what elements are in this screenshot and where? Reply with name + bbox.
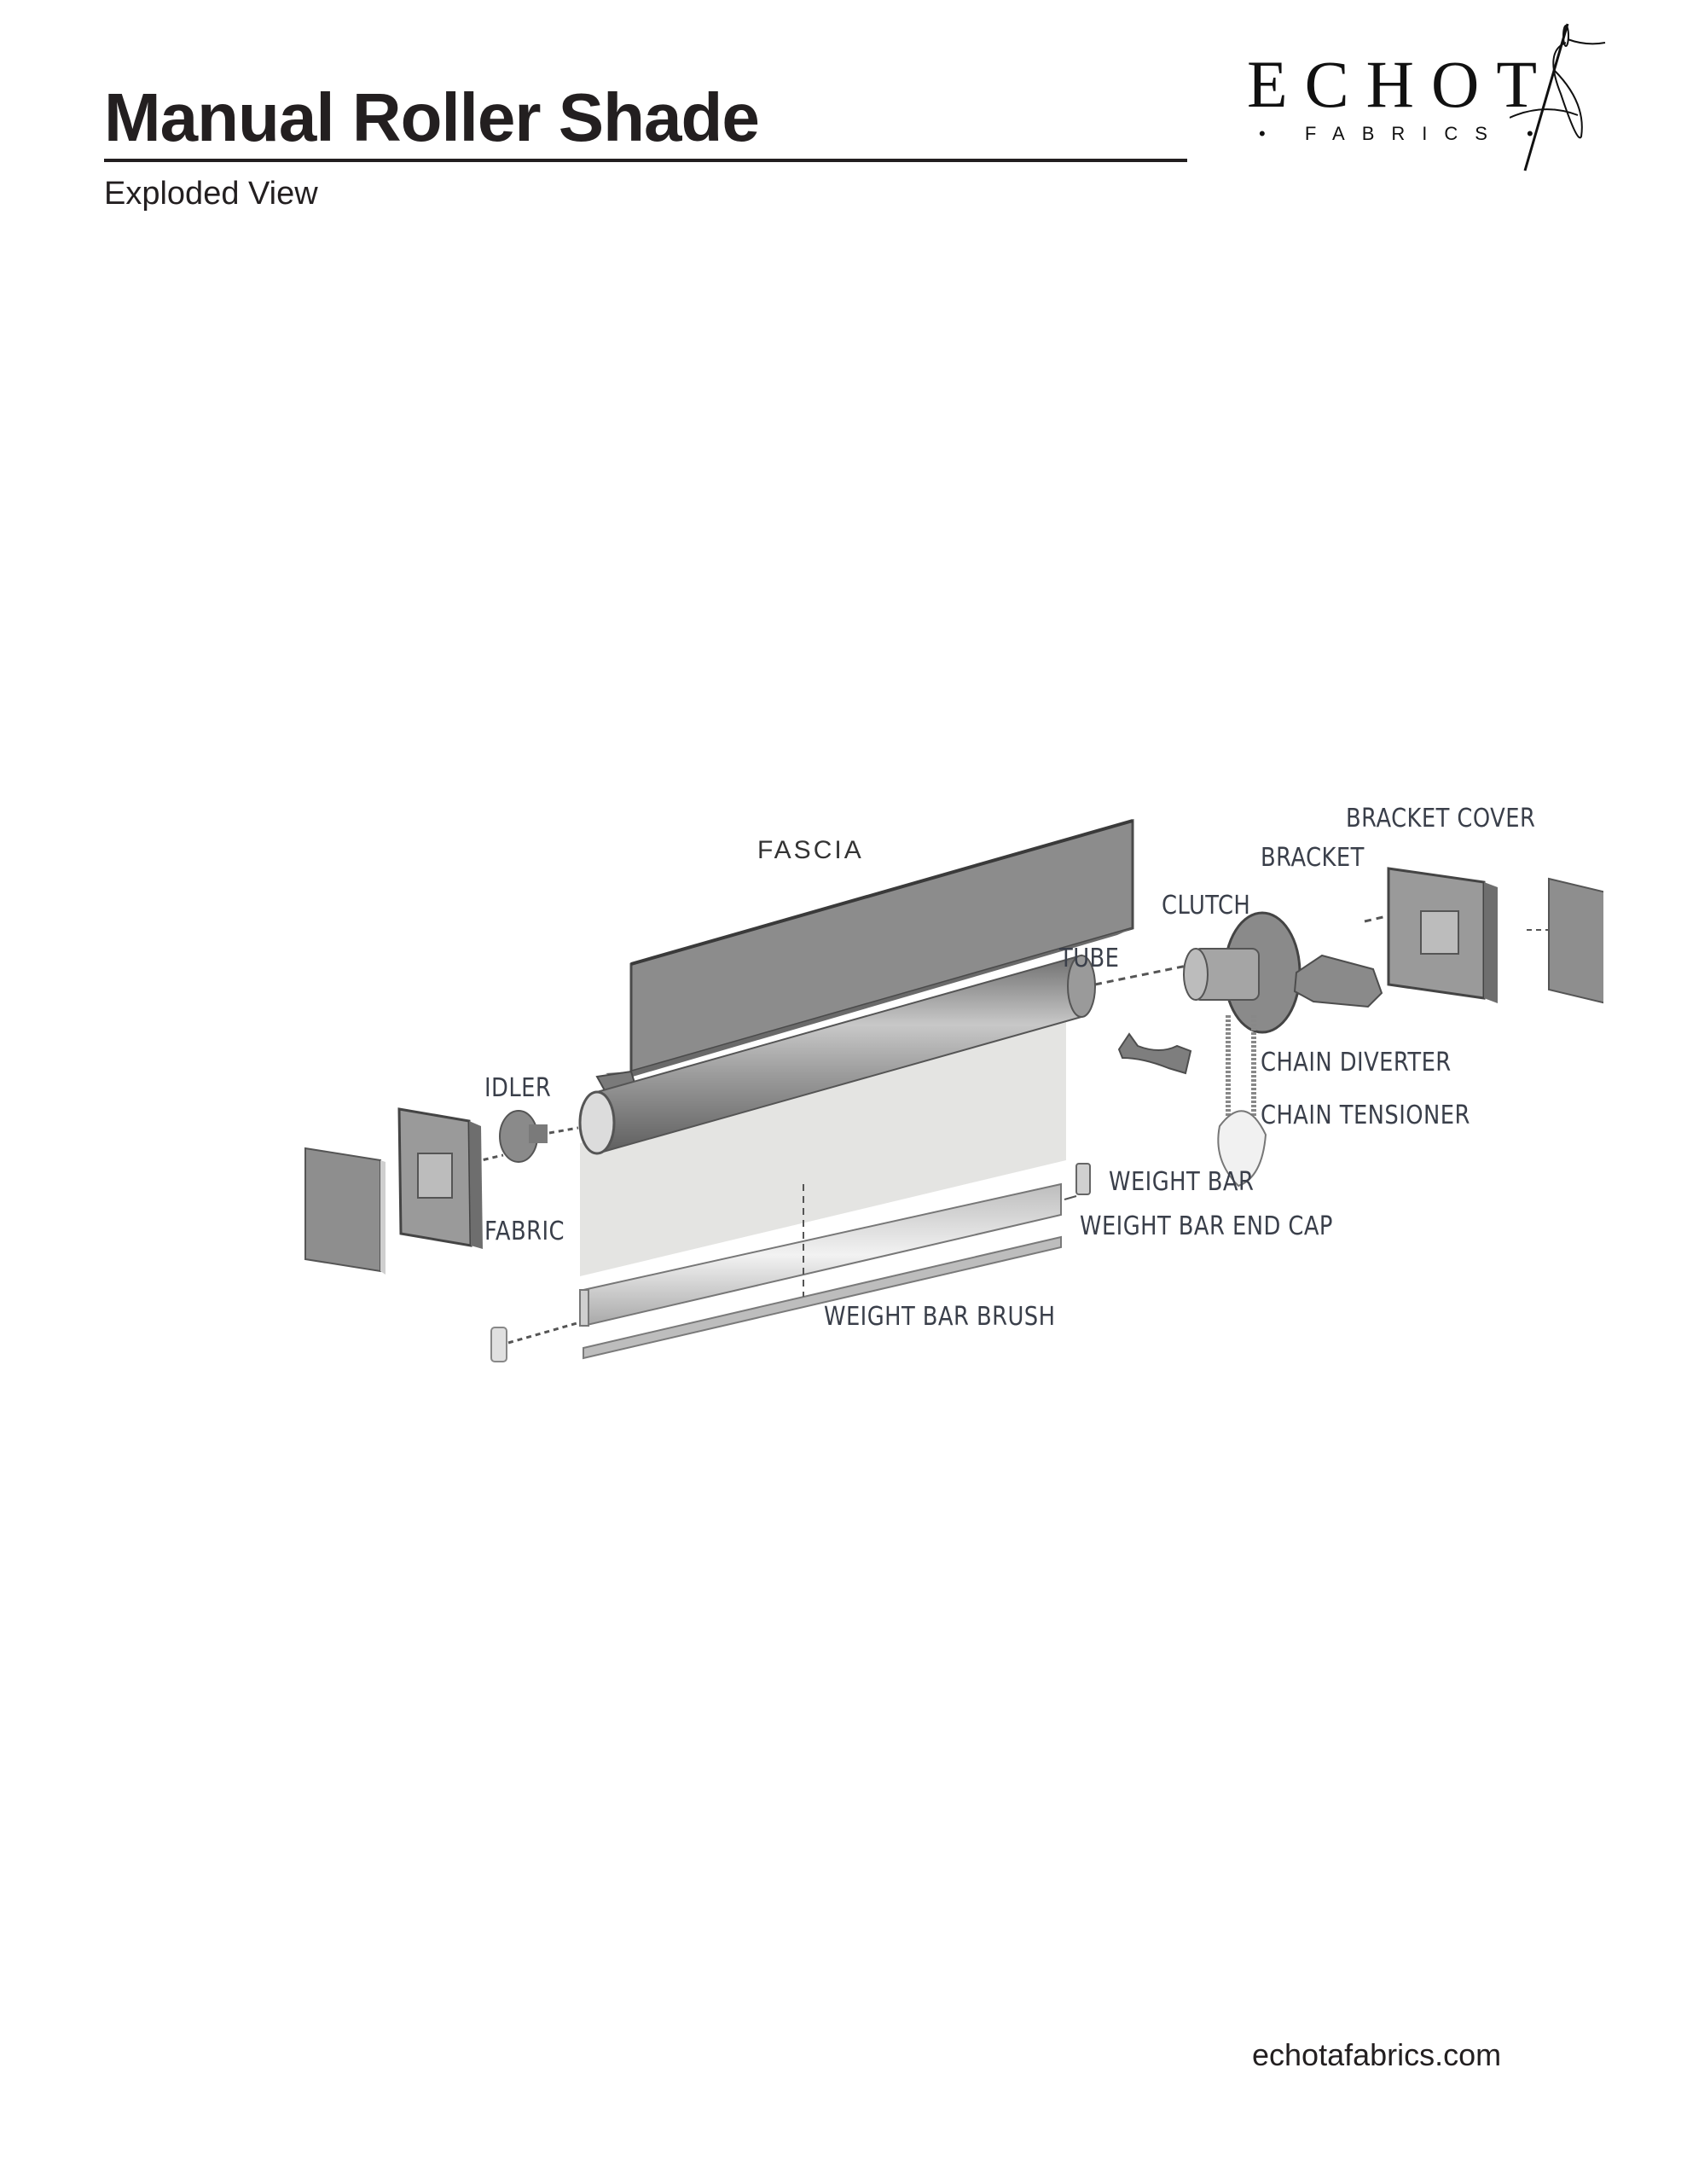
weight-bar-part (579, 1182, 1062, 1327)
label-chain-tensioner: CHAIN TENSIONER (1261, 1101, 1470, 1130)
fabric-part (580, 993, 1066, 1276)
right-bracket-cover-part (1548, 877, 1627, 1010)
chain-tensioner-part (1217, 1110, 1267, 1188)
page-title: Manual Roller Shade (104, 79, 760, 155)
roller-shade-illustration (304, 819, 1627, 1362)
label-weight-bar-brush: WEIGHT BAR BRUSH (824, 1302, 1056, 1332)
label-weight-bar-end-cap: WEIGHT BAR END CAP (1080, 1211, 1333, 1241)
website-link[interactable]: echotafabrics.com (1252, 2037, 1502, 2072)
brand-logo: ECHOT • FABRICS • (1228, 17, 1620, 179)
label-idler: IDLER (484, 1073, 552, 1103)
chain-diverter-part (1293, 954, 1383, 1008)
left-bracket-cover-part (304, 1147, 386, 1275)
exploded-view-diagram: FASCIA BRACKET COVER BRACKET CLUTCH TUBE… (171, 802, 1627, 1399)
needle-and-thread-icon (1510, 23, 1606, 171)
label-fabric: FABRIC (484, 1217, 565, 1246)
title-divider (104, 159, 1187, 162)
weight-bar-brush-part (583, 1235, 1062, 1360)
label-tube: TUBE (1059, 944, 1120, 973)
label-bracket-cover: BRACKET COVER (1346, 804, 1536, 834)
right-bracket-part (1387, 867, 1498, 1003)
idler-part (499, 1110, 548, 1163)
left-bracket-part (397, 1107, 483, 1249)
label-clutch: CLUTCH (1162, 891, 1251, 921)
page-subtitle: Exploded View (104, 176, 318, 212)
label-chain-diverter: CHAIN DIVERTER (1261, 1048, 1452, 1077)
tube-part (578, 954, 1096, 1155)
weight-bar-end-cap-right (1075, 1163, 1091, 1195)
fascia-part (595, 819, 1134, 1094)
logo-tagline: • FABRICS • (1259, 123, 1551, 144)
label-fascia: FASCIA (757, 836, 864, 864)
weight-bar-end-cap-left (490, 1327, 507, 1362)
label-weight-bar: WEIGHT BAR (1109, 1167, 1255, 1197)
chain-diverter-piece (1117, 1032, 1192, 1075)
clutch-part (1183, 911, 1301, 1034)
logo-wordmark: ECHOT (1247, 47, 1554, 121)
label-bracket: BRACKET (1261, 843, 1365, 873)
